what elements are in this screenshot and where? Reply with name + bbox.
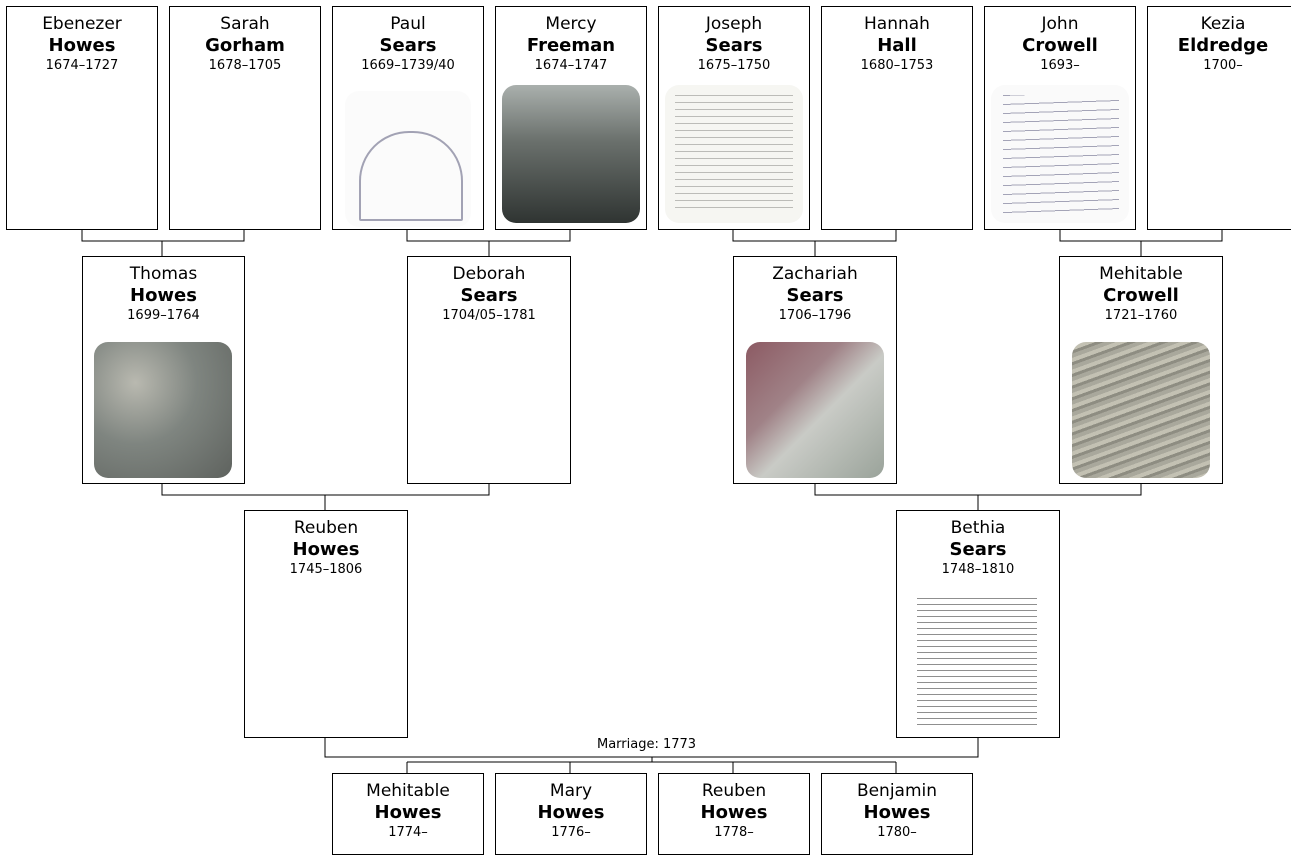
person-card-mary-howes[interactable]: Mary Howes 1776– bbox=[495, 773, 647, 855]
handwritten-record-image[interactable] bbox=[991, 85, 1129, 223]
given-name: Bethia bbox=[950, 518, 1006, 538]
life-dates: 1680–1753 bbox=[860, 58, 934, 73]
given-name: Joseph bbox=[705, 14, 763, 34]
life-dates: 1706–1796 bbox=[778, 308, 852, 323]
surname: Howes bbox=[130, 285, 197, 306]
surname: Sears bbox=[786, 285, 844, 306]
surname: Howes bbox=[537, 802, 605, 823]
surname: Sears bbox=[379, 35, 437, 56]
surname: Gorham bbox=[205, 35, 285, 56]
person-card-benjamin-howes[interactable]: Benjamin Howes 1780– bbox=[821, 773, 973, 855]
given-name: Mehitable bbox=[1099, 264, 1183, 284]
given-name: Reuben bbox=[293, 518, 359, 538]
given-name: Zachariah bbox=[772, 264, 858, 284]
person-card-mehitable-howes[interactable]: Mehitable Howes 1774– bbox=[332, 773, 484, 855]
surname: Hall bbox=[877, 35, 917, 56]
person-card-sarah-gorham[interactable]: Sarah Gorham 1678–1705 bbox=[169, 6, 321, 230]
person-card-thomas-howes[interactable]: Thomas Howes 1699–1764 bbox=[82, 256, 245, 484]
given-name: Paul bbox=[390, 14, 426, 34]
person-card-joseph-sears[interactable]: Joseph Sears 1675–1750 bbox=[658, 6, 810, 230]
document-page-image[interactable] bbox=[665, 85, 803, 223]
person-card-kezia-eldredge[interactable]: Kezia Eldredge 1700– bbox=[1147, 6, 1291, 230]
surname: Sears bbox=[705, 35, 763, 56]
given-name: Mehitable bbox=[366, 781, 450, 801]
gravestone-photo-image[interactable] bbox=[746, 342, 884, 478]
life-dates: 1674–1747 bbox=[534, 58, 608, 73]
life-dates: 1776– bbox=[551, 825, 591, 840]
given-name: Mercy bbox=[545, 14, 597, 34]
person-card-mehitable-crowell[interactable]: Mehitable Crowell 1721–1760 bbox=[1059, 256, 1223, 484]
surname: Howes bbox=[863, 802, 931, 823]
surname: Howes bbox=[48, 35, 116, 56]
given-name: Deborah bbox=[452, 264, 526, 284]
person-card-reuben-howes[interactable]: Reuben Howes 1745–1806 bbox=[244, 510, 408, 738]
marriage-label: Marriage: 1773 bbox=[594, 737, 700, 753]
life-dates: 1700– bbox=[1203, 58, 1243, 73]
gravestone-photo-image[interactable] bbox=[1072, 342, 1210, 478]
person-card-reuben-howes-jr[interactable]: Reuben Howes 1778– bbox=[658, 773, 810, 855]
given-name: Sarah bbox=[220, 14, 270, 34]
surname: Crowell bbox=[1022, 35, 1098, 56]
life-dates: 1774– bbox=[388, 825, 428, 840]
life-dates: 1675–1750 bbox=[697, 58, 771, 73]
given-name: Kezia bbox=[1200, 14, 1246, 34]
given-name: Ebenezer bbox=[42, 14, 122, 34]
life-dates: 1748–1810 bbox=[941, 562, 1015, 577]
given-name: John bbox=[1041, 14, 1079, 34]
person-card-mercy-freeman[interactable]: Mercy Freeman 1674–1747 bbox=[495, 6, 647, 230]
life-dates: 1693– bbox=[1040, 58, 1080, 73]
given-name: Hannah bbox=[864, 14, 930, 34]
letter-document-image[interactable] bbox=[913, 596, 1041, 732]
life-dates: 1674–1727 bbox=[45, 58, 119, 73]
person-card-deborah-sears[interactable]: Deborah Sears 1704/05–1781 bbox=[407, 256, 571, 484]
life-dates: 1704/05–1781 bbox=[442, 308, 536, 323]
surname: Eldredge bbox=[1177, 35, 1269, 56]
person-card-hannah-hall[interactable]: Hannah Hall 1680–1753 bbox=[821, 6, 973, 230]
cemetery-photo-image[interactable] bbox=[502, 85, 640, 223]
surname: Freeman bbox=[526, 35, 616, 56]
life-dates: 1678–1705 bbox=[208, 58, 282, 73]
life-dates: 1669–1739/40 bbox=[361, 58, 455, 73]
person-card-bethia-sears[interactable]: Bethia Sears 1748–1810 bbox=[896, 510, 1060, 738]
surname: Howes bbox=[374, 802, 442, 823]
surname: Howes bbox=[292, 539, 360, 560]
person-card-paul-sears[interactable]: Paul Sears 1669–1739/40 bbox=[332, 6, 484, 230]
given-name: Mary bbox=[549, 781, 593, 801]
given-name: Thomas bbox=[129, 264, 198, 284]
life-dates: 1699–1764 bbox=[127, 308, 200, 323]
life-dates: 1780– bbox=[877, 825, 917, 840]
life-dates: 1745–1806 bbox=[289, 562, 363, 577]
surname: Howes bbox=[700, 802, 768, 823]
given-name: Reuben bbox=[701, 781, 767, 801]
surname: Crowell bbox=[1103, 285, 1179, 306]
person-card-zachariah-sears[interactable]: Zachariah Sears 1706–1796 bbox=[733, 256, 897, 484]
person-card-john-crowell[interactable]: John Crowell 1693– bbox=[984, 6, 1136, 230]
gravestone-photo-image[interactable] bbox=[94, 342, 232, 478]
life-dates: 1778– bbox=[714, 825, 754, 840]
life-dates: 1721–1760 bbox=[1104, 308, 1178, 323]
given-name: Benjamin bbox=[856, 781, 938, 801]
gravestone-sketch-image[interactable] bbox=[345, 91, 471, 227]
surname: Sears bbox=[460, 285, 518, 306]
person-card-ebenezer-howes[interactable]: Ebenezer Howes 1674–1727 bbox=[6, 6, 158, 230]
surname: Sears bbox=[949, 539, 1007, 560]
